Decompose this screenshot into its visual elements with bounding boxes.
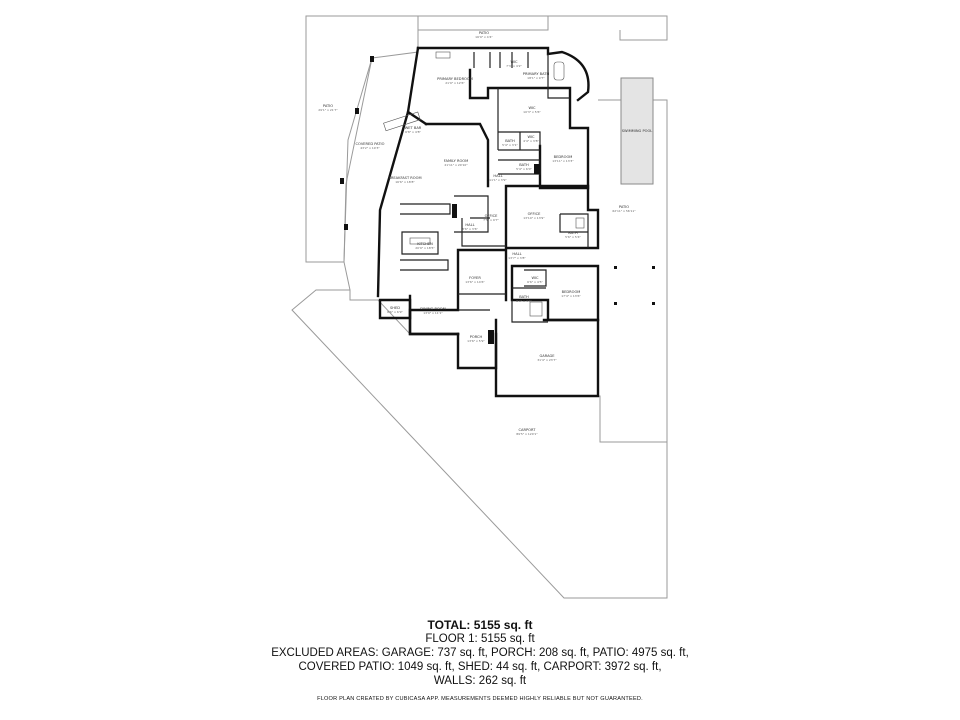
room-label-family-room: FAMILY ROOM <box>444 159 468 163</box>
room-dim-bath-3: 5'6" x 5'4" <box>565 235 581 239</box>
room-dim-foyer: 13'6" x 14'6" <box>465 280 485 284</box>
room-dim-family-room: 21'11" x 20'10" <box>444 163 468 167</box>
room-label-office-1: OFFICE <box>485 214 499 218</box>
room-label-primary-bedroom: PRIMARY BEDROOM <box>437 77 473 81</box>
columns <box>340 56 655 344</box>
room-label-patio-top: PATIO <box>479 31 489 35</box>
room-label-swimming-pool: SWIMMING POOL <box>622 129 653 133</box>
room-dim-covered-patio: 43'2" x 19'3" <box>360 146 380 150</box>
room-dim-dining-room: 13'9" x 11'1" <box>423 311 443 315</box>
room-label-patio-left: PATIO <box>323 104 333 108</box>
room-label-carport: CARPORT <box>519 428 537 432</box>
excluded-areas-line-2: COVERED PATIO: 1049 sq. ft, SHED: 44 sq.… <box>298 661 662 673</box>
room-dim-breakfast-room: 16'6" x 18'8" <box>395 180 415 184</box>
room-dim-wet-bar: 6'8" x 4'8" <box>405 130 421 134</box>
room-label-patio-right: PATIO <box>619 205 629 209</box>
room-dim-primary-bedroom: 21'9" x 12'6" <box>445 81 465 85</box>
room-label-bath-4: BATH <box>519 295 529 299</box>
room-dim-kitchen: 20'9" x 18'5" <box>415 246 435 250</box>
room-dim-hall-1: 11'1" x 3'9" <box>489 178 507 182</box>
site-outline <box>291 15 668 599</box>
excluded-areas-line-1: EXCLUDED AREAS: GARAGE: 737 sq. ft, PORC… <box>271 647 689 659</box>
room-dim-office-1: 7'5" x 9'7" <box>483 218 499 222</box>
room-label-wic-3: WIC <box>527 135 535 139</box>
interior-walls <box>376 46 600 398</box>
room-dim-wic-4: 6'6" x 4'5" <box>527 280 543 284</box>
room-dim-hall-2: 8'6" x 3'6" <box>462 227 478 231</box>
room-dim-bath-4: 8'3" x 4'7" <box>516 299 532 303</box>
room-dim-bedroom-2: 17'4" x 13'6" <box>561 294 581 298</box>
room-label-wic-2: WIC <box>528 106 536 110</box>
room-label-bedroom-1: BEDROOM <box>554 155 573 159</box>
room-dim-shed: 6'6" x 6'9" <box>387 310 403 314</box>
room-label-primary-bath: PRIMARY BATH <box>523 72 550 76</box>
credit-note: FLOOR PLAN CREATED BY CUBICASA APP. MEAS… <box>317 696 643 702</box>
room-dim-bedroom-1: 13'11" x 13'3" <box>552 159 574 163</box>
walls-area: WALLS: 262 sq. ft <box>433 675 527 687</box>
floor-1-area: FLOOR 1: 5155 sq. ft <box>425 633 535 645</box>
room-label-office-2: OFFICE <box>528 212 542 216</box>
room-dim-wic-3: 4'4" x 3'8" <box>523 139 539 143</box>
room-dim-garage: 31'4" x 23'7" <box>537 358 557 362</box>
room-label-shed: SHED <box>390 306 400 310</box>
room-label-wic-4: WIC <box>531 276 539 280</box>
room-label-porch: PORCH <box>470 335 483 339</box>
room-label-garage: GARAGE <box>539 354 555 358</box>
room-dim-patio-left: 29'1" x 21'7" <box>318 108 338 112</box>
room-label-bath-2: BATH <box>519 163 529 167</box>
room-dim-carport: 89'5" x 120'1" <box>516 432 538 436</box>
room-dim-porch: 13'6" x 5'9" <box>467 339 485 343</box>
room-dim-wic: 7'3" x 4'2" <box>506 64 522 68</box>
room-label-covered-patio: COVERED PATIO <box>356 142 385 146</box>
room-dim-patio-right: 62'11" x 56'11" <box>612 209 636 213</box>
room-label-hall-3: HALL <box>512 252 521 256</box>
room-label-kitchen: KITCHEN <box>417 242 433 246</box>
room-label-bath-1: BATH <box>505 139 515 143</box>
room-dim-wic-2: 10'3" x 5'6" <box>523 110 541 114</box>
room-label-wet-bar: WET BAR <box>405 126 422 130</box>
fixtures <box>383 51 585 317</box>
room-dim-office-2: 13'10" x 13'9" <box>523 216 545 220</box>
room-dim-primary-bath: 18'1" x 9'7" <box>527 76 545 80</box>
room-label-wic: WIC <box>510 60 518 64</box>
room-label-breakfast-room: BREAKFAST ROOM <box>388 176 421 180</box>
room-label-foyer: FOYER <box>469 276 481 280</box>
swimming-pool-shape <box>620 77 654 185</box>
room-dim-bath-2: 5'4" x 6'0" <box>516 167 532 171</box>
room-dim-patio-top: 16'9" x 4'4" <box>475 35 493 39</box>
room-dim-hall-3: 13'7" x 3'8" <box>508 256 526 260</box>
room-label-hall-1: HALL <box>493 174 502 178</box>
room-label-bath-3: BATH <box>568 231 578 235</box>
room-label-bedroom-2: BEDROOM <box>562 290 581 294</box>
room-label-hall-2: HALL <box>465 223 474 227</box>
room-dim-bath-1: 5'4" x 3'1" <box>502 143 518 147</box>
total-area: TOTAL: 5155 sq. ft <box>427 618 533 632</box>
room-label-dining-room: DINING ROOM <box>420 307 445 311</box>
room-labels: PATIO 16'9" x 4'4" PRIMARY BEDROOM 21'9"… <box>318 31 652 436</box>
